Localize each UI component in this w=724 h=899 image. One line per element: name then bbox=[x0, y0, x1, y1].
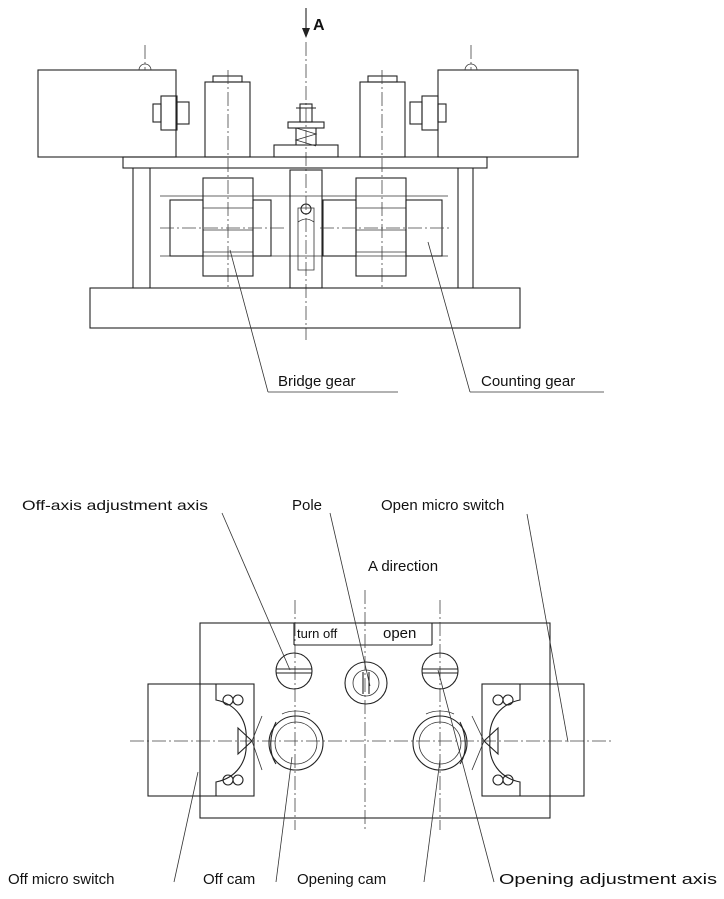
left-motor-block bbox=[37, 45, 190, 158]
base-plate bbox=[89, 287, 521, 329]
arrow-a-label: A bbox=[313, 17, 325, 34]
bridge-gear bbox=[160, 177, 285, 277]
counting-gear-label: Counting gear bbox=[481, 373, 575, 390]
off-micro-switch-body bbox=[147, 683, 263, 797]
counting-gear bbox=[320, 177, 450, 277]
frame-body bbox=[132, 168, 474, 288]
off-cam-label: Off cam bbox=[203, 871, 255, 888]
off-cam bbox=[268, 710, 324, 771]
front-elevation-view: A bbox=[37, 8, 604, 393]
pole-label: Pole bbox=[292, 497, 322, 514]
bridge-gear-label: Bridge gear bbox=[278, 373, 356, 390]
off-axis-adjustment-axis-label: Off-axis adjustment axis bbox=[22, 497, 208, 513]
pole-callout: Pole bbox=[292, 497, 371, 687]
a-direction-label: A direction bbox=[368, 558, 438, 575]
open-micro-switch-label: Open micro switch bbox=[381, 497, 504, 514]
opening-cam-callout: Opening cam bbox=[297, 759, 441, 888]
off-cam-callout: Off cam bbox=[203, 756, 293, 888]
top-plate bbox=[122, 156, 488, 169]
left-upper-post bbox=[204, 70, 251, 290]
off-micro-switch-callout: Off micro switch bbox=[8, 771, 199, 888]
opening-adjustment-axis-label: Opening adjustment axis bbox=[499, 871, 717, 888]
center-screw bbox=[273, 103, 339, 158]
turn-off-label: turn off bbox=[297, 626, 338, 641]
open-label: open bbox=[383, 625, 416, 642]
opening-cam-label: Opening cam bbox=[297, 871, 386, 888]
direction-arrow-a: A bbox=[302, 8, 325, 38]
right-motor-block bbox=[409, 45, 579, 158]
main-plate bbox=[199, 622, 551, 819]
counting-gear-callout: Counting gear bbox=[427, 241, 604, 393]
open-micro-switch-body bbox=[471, 683, 585, 797]
right-upper-post bbox=[359, 70, 406, 290]
top-view-from-a: turn off open bbox=[8, 497, 717, 888]
bridge-gear-callout: Bridge gear bbox=[229, 249, 398, 393]
off-micro-switch-label: Off micro switch bbox=[8, 871, 114, 888]
off-axis-adjustment-callout: Off-axis adjustment axis bbox=[22, 497, 291, 671]
off-axis-adjustment-knob bbox=[275, 652, 313, 690]
a-direction-callout: A direction bbox=[368, 558, 438, 575]
mode-label-box: turn off open bbox=[293, 623, 433, 646]
opening-adjustment-callout: Opening adjustment axis bbox=[437, 669, 717, 888]
open-micro-switch-callout: Open micro switch bbox=[381, 497, 569, 743]
opening-adjustment-knob bbox=[421, 652, 459, 690]
